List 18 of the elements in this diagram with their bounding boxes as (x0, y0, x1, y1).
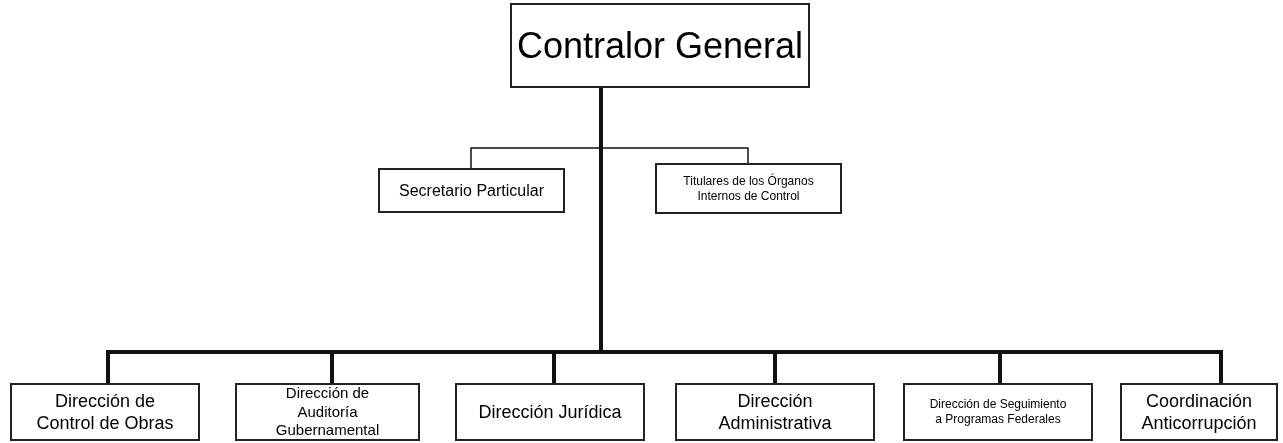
box-label: Dirección Administrativa (717, 389, 833, 435)
org-box (235, 383, 420, 441)
box-label: Contralor General (516, 24, 804, 68)
org-box (655, 163, 842, 214)
org-box (1120, 383, 1278, 441)
org-box (10, 383, 200, 441)
box-label: Secretario Particular (399, 180, 544, 201)
org-box (675, 383, 875, 441)
org-box (510, 3, 810, 88)
box-label: Dirección de Seguimiento a Programas Federales (929, 397, 1067, 427)
org-box (378, 168, 565, 213)
box-label: Dirección Jurídica (478, 400, 622, 424)
org-box (455, 383, 645, 441)
box-label: Titulares de los Órganos Internos de Control (682, 173, 815, 204)
org-box (903, 383, 1093, 441)
box-label: Dirección de Auditoría Gubernamental (275, 383, 380, 441)
box-label: Dirección de Control de Obras (35, 389, 175, 435)
box-label: Coordinación Anticorrupción (1140, 389, 1258, 435)
